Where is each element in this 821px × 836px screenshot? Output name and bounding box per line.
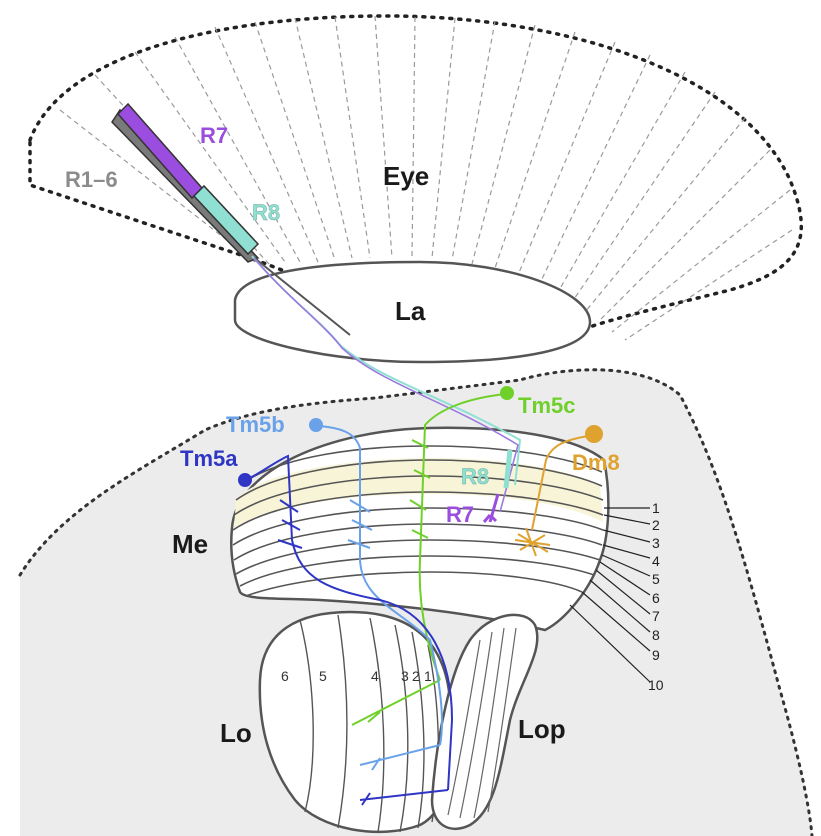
r8-medulla-label: R8 — [461, 464, 489, 489]
lobula-layer-4: 4 — [371, 668, 379, 684]
r7-photoreceptor-segment — [118, 104, 202, 198]
medulla-label: Me — [172, 529, 208, 559]
r1-6-label: R1–6 — [65, 167, 118, 192]
r7-medulla-label: R7 — [446, 502, 474, 527]
dm8-label: Dm8 — [572, 450, 620, 475]
medulla-layer-7: 7 — [652, 608, 660, 624]
eye-label: Eye — [383, 161, 429, 191]
lobula-plate-label: Lop — [518, 714, 566, 744]
lobula-label: Lo — [220, 718, 252, 748]
tm5a-label: Tm5a — [180, 446, 238, 471]
lobula-layer-3: 3 — [401, 668, 409, 684]
lamina-label: La — [395, 296, 426, 326]
r7-eye-label: R7 — [200, 123, 228, 148]
medulla-layer-3: 3 — [652, 535, 660, 551]
medulla-layer-9: 9 — [652, 647, 660, 663]
medulla-layer-8: 8 — [652, 627, 660, 643]
medulla-layer-4: 4 — [652, 553, 660, 569]
r8-eye-label: R8 — [252, 200, 280, 225]
lobula-layer-1: 1 — [424, 668, 432, 684]
lobula-layer-5: 5 — [319, 668, 327, 684]
lobula-layer-2: 2 — [412, 668, 420, 684]
tm5b-label: Tm5b — [226, 412, 285, 437]
medulla-layer-10: 10 — [648, 677, 664, 693]
medulla-layer-6: 6 — [652, 590, 660, 606]
medulla-layer-1: 1 — [652, 500, 660, 516]
medulla-layer-2: 2 — [652, 517, 660, 533]
lobula-layer-6: 6 — [281, 668, 289, 684]
medulla-layer-5: 5 — [652, 571, 660, 587]
tm5c-label: Tm5c — [518, 393, 575, 418]
